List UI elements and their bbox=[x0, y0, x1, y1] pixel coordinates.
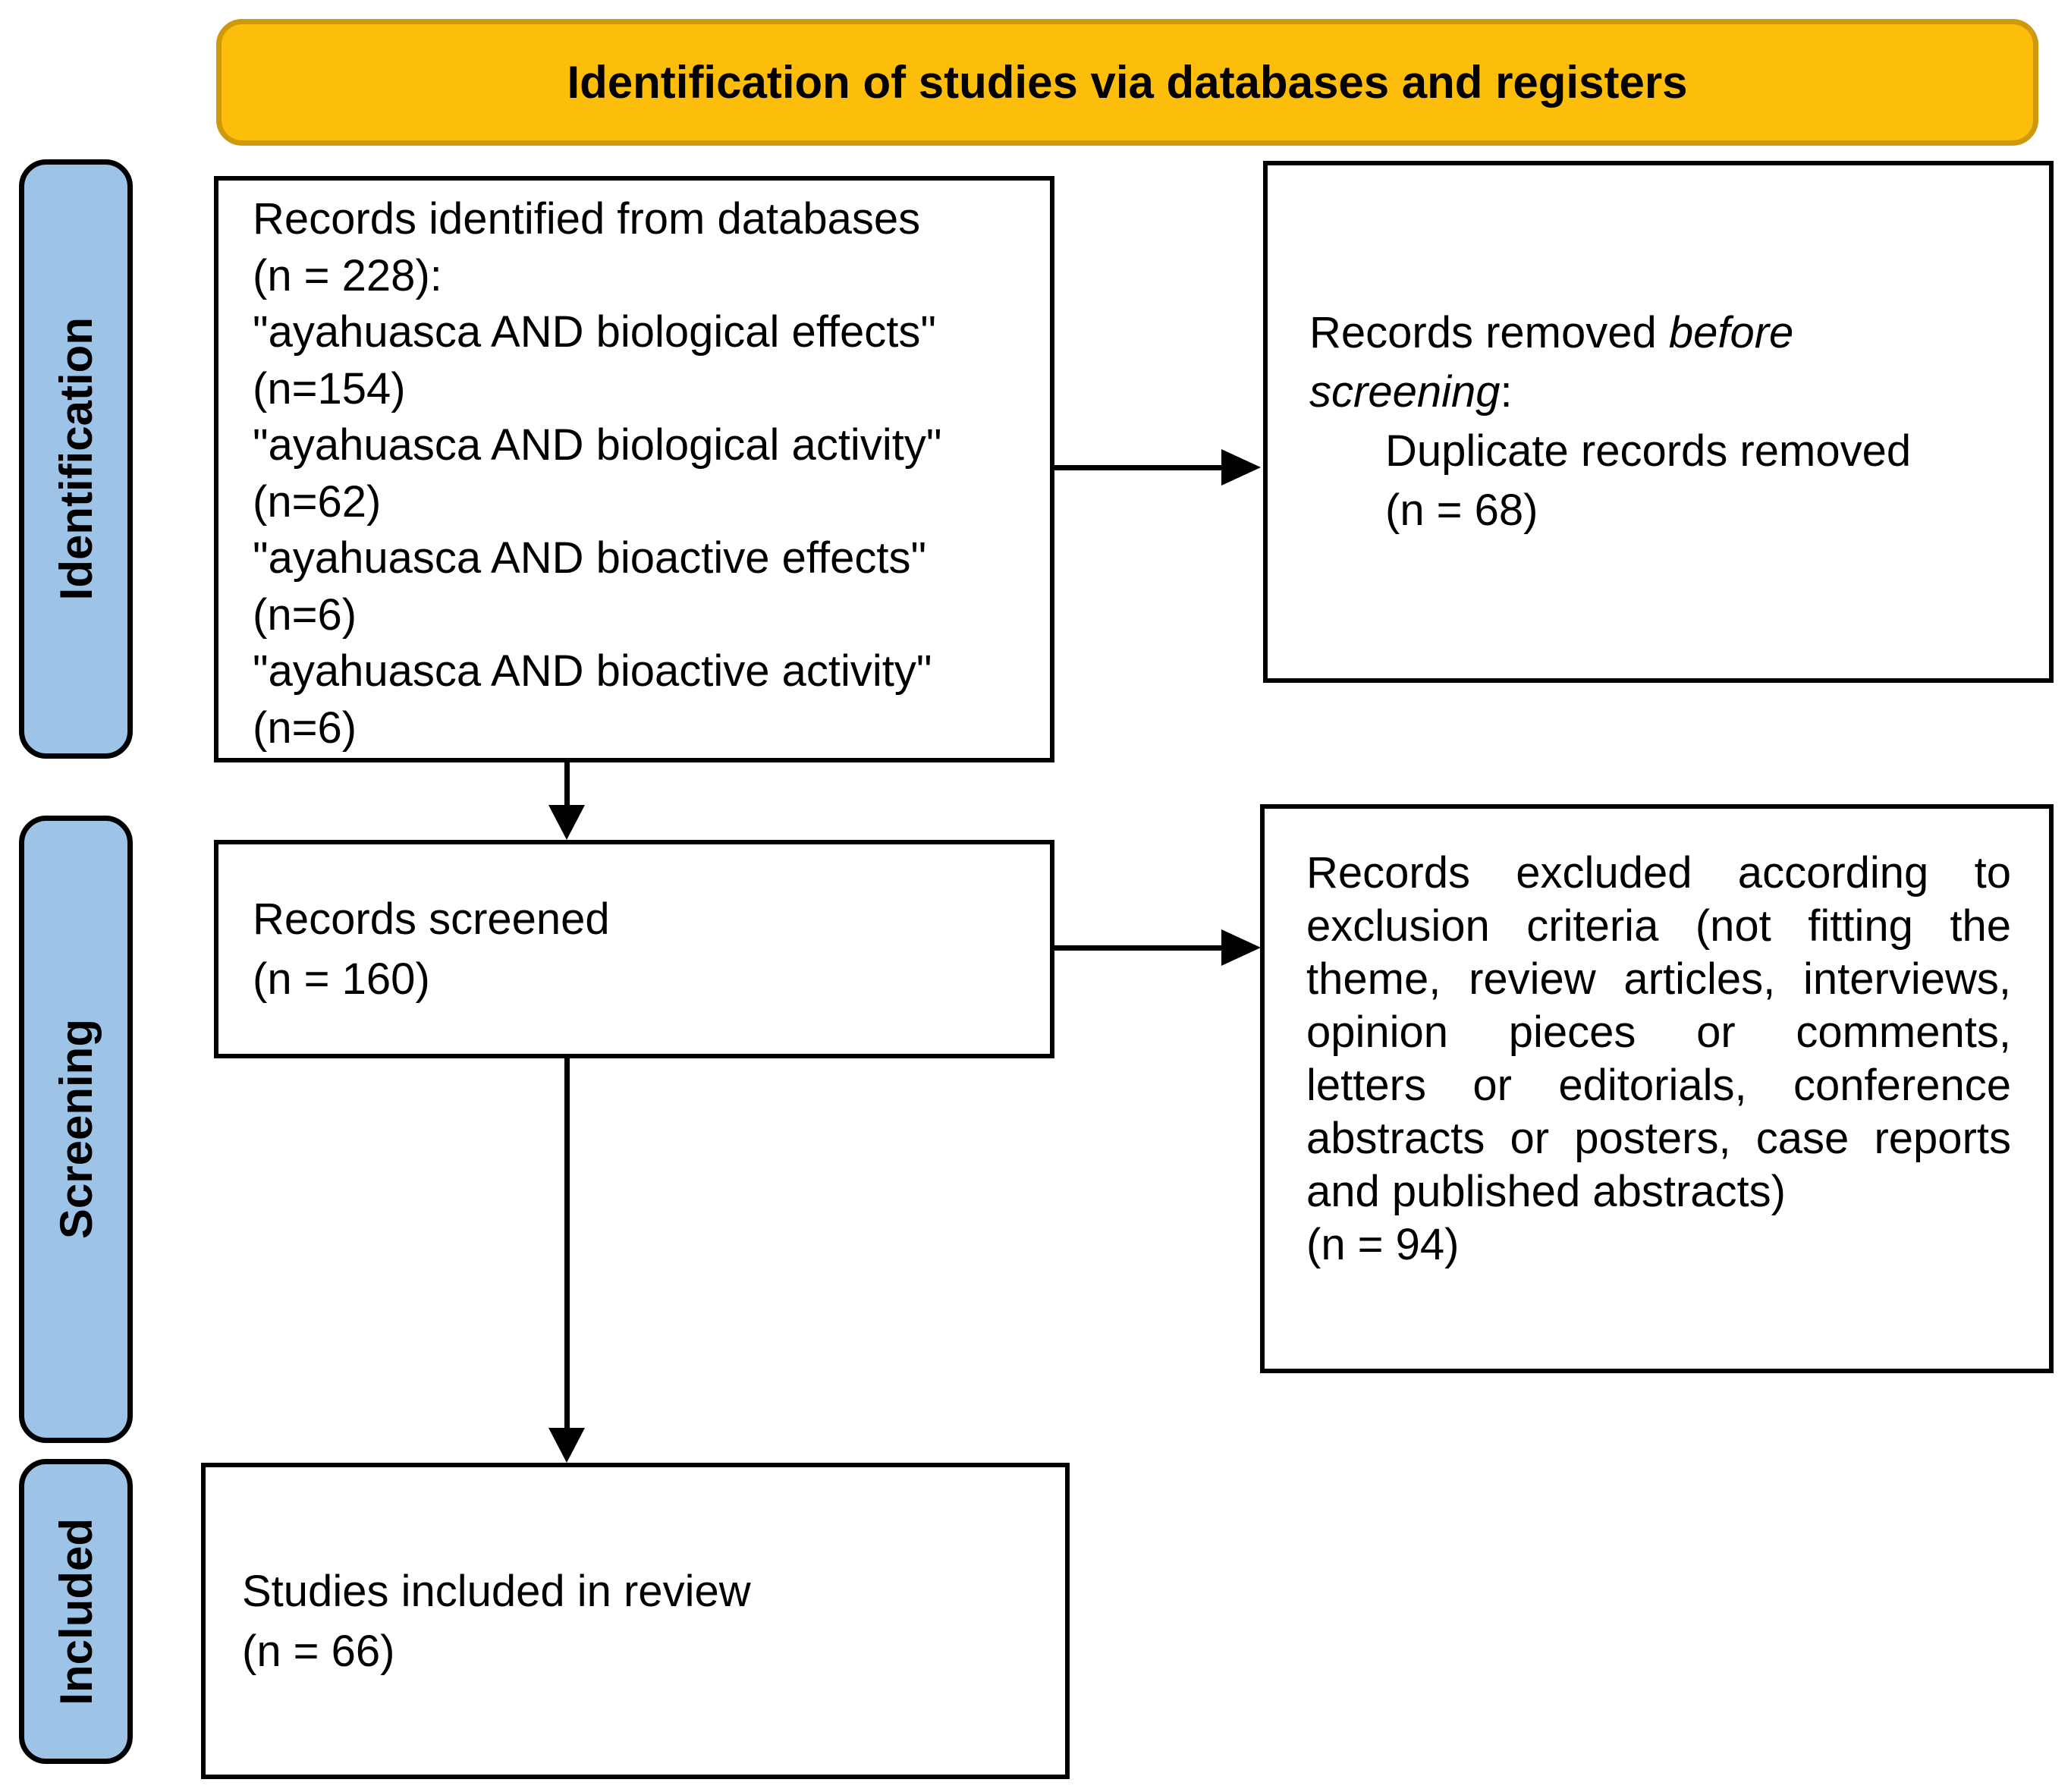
records-excluded-line: exclusion criteria (not fitting the bbox=[1306, 901, 2011, 951]
box-records-screened: Records screened (n = 160) bbox=[214, 840, 1054, 1058]
box-studies-included: Studies included in review (n = 66) bbox=[201, 1463, 1070, 1779]
records-identified-line: Records identified from databases bbox=[253, 194, 921, 244]
records-excluded-line: letters or editorials, conference bbox=[1306, 1061, 2011, 1110]
records-screened-line: Records screened bbox=[253, 894, 610, 944]
records-excluded-tail: and published abstracts)(n = 94) bbox=[1306, 1165, 2011, 1272]
arrow-down-icon bbox=[548, 805, 585, 840]
arrow-screened-to-included-line bbox=[564, 1058, 570, 1430]
records-identified-line: "ayahuasca AND bioactive effects" bbox=[253, 533, 927, 583]
studies-included-line: Studies included in review bbox=[242, 1566, 751, 1616]
records-excluded-line: theme, review articles, interviews, bbox=[1306, 954, 2011, 1004]
records-identified-line: (n=154) bbox=[253, 363, 406, 413]
records-removed-details: Duplicate records removed (n = 68) bbox=[1309, 422, 1962, 540]
records-identified-line: (n=6) bbox=[253, 703, 357, 753]
records-identified-line: "ayahuasca AND biological activity" bbox=[253, 420, 942, 470]
stage-label-included: Included bbox=[50, 1517, 102, 1706]
arrow-screened-to-excluded-line bbox=[1054, 945, 1224, 951]
arrow-identified-to-removed-line bbox=[1054, 465, 1224, 470]
arrow-right-icon bbox=[1221, 929, 1261, 966]
records-removed-suffix: : bbox=[1500, 367, 1513, 417]
records-screened-line: (n = 160) bbox=[253, 954, 430, 1004]
arrow-right-icon bbox=[1221, 449, 1261, 486]
box-records-identified: Records identified from databases (n = 22… bbox=[214, 176, 1054, 762]
records-removed-prefix: Records removed bbox=[1309, 308, 1669, 357]
records-identified-line: (n=62) bbox=[253, 476, 382, 527]
records-identified-line: "ayahuasca AND bioactive activity" bbox=[253, 646, 932, 696]
records-excluded-line: opinion pieces or comments, bbox=[1306, 1008, 2011, 1057]
stage-bar-identification: Identification bbox=[19, 159, 133, 759]
banner-title: Identification of studies via databases … bbox=[567, 57, 1688, 108]
records-identified-line: (n = 228): bbox=[253, 250, 442, 300]
records-identified-line: (n=6) bbox=[253, 589, 357, 640]
records-removed-detail-line: (n = 68) bbox=[1385, 486, 1538, 535]
records-excluded-line: Records excluded according to bbox=[1306, 848, 2011, 898]
records-removed-heading: Records removed before screening: bbox=[1309, 303, 1886, 422]
studies-included-line: (n = 66) bbox=[242, 1626, 395, 1676]
records-identified-line: "ayahuasca AND biological effects" bbox=[253, 307, 936, 357]
records-removed-detail-line: Duplicate records removed bbox=[1385, 426, 1912, 476]
records-removed-italic: before screening bbox=[1309, 308, 1794, 417]
stage-bar-screening: Screening bbox=[19, 816, 133, 1443]
stage-label-identification: Identification bbox=[50, 317, 102, 601]
records-excluded-line: abstracts or posters, case reports bbox=[1306, 1114, 2011, 1163]
banner: Identification of studies via databases … bbox=[216, 19, 2038, 146]
arrow-down-icon bbox=[548, 1428, 585, 1463]
arrow-identified-to-screened-line bbox=[564, 762, 570, 810]
records-excluded-line: (n = 94) bbox=[1306, 1220, 1460, 1269]
records-excluded-line: and published abstracts) bbox=[1306, 1167, 1786, 1216]
stage-label-screening: Screening bbox=[50, 1019, 102, 1240]
stage-bar-included: Included bbox=[19, 1459, 133, 1764]
box-records-removed: Records removed before screening: Duplic… bbox=[1263, 161, 2054, 683]
